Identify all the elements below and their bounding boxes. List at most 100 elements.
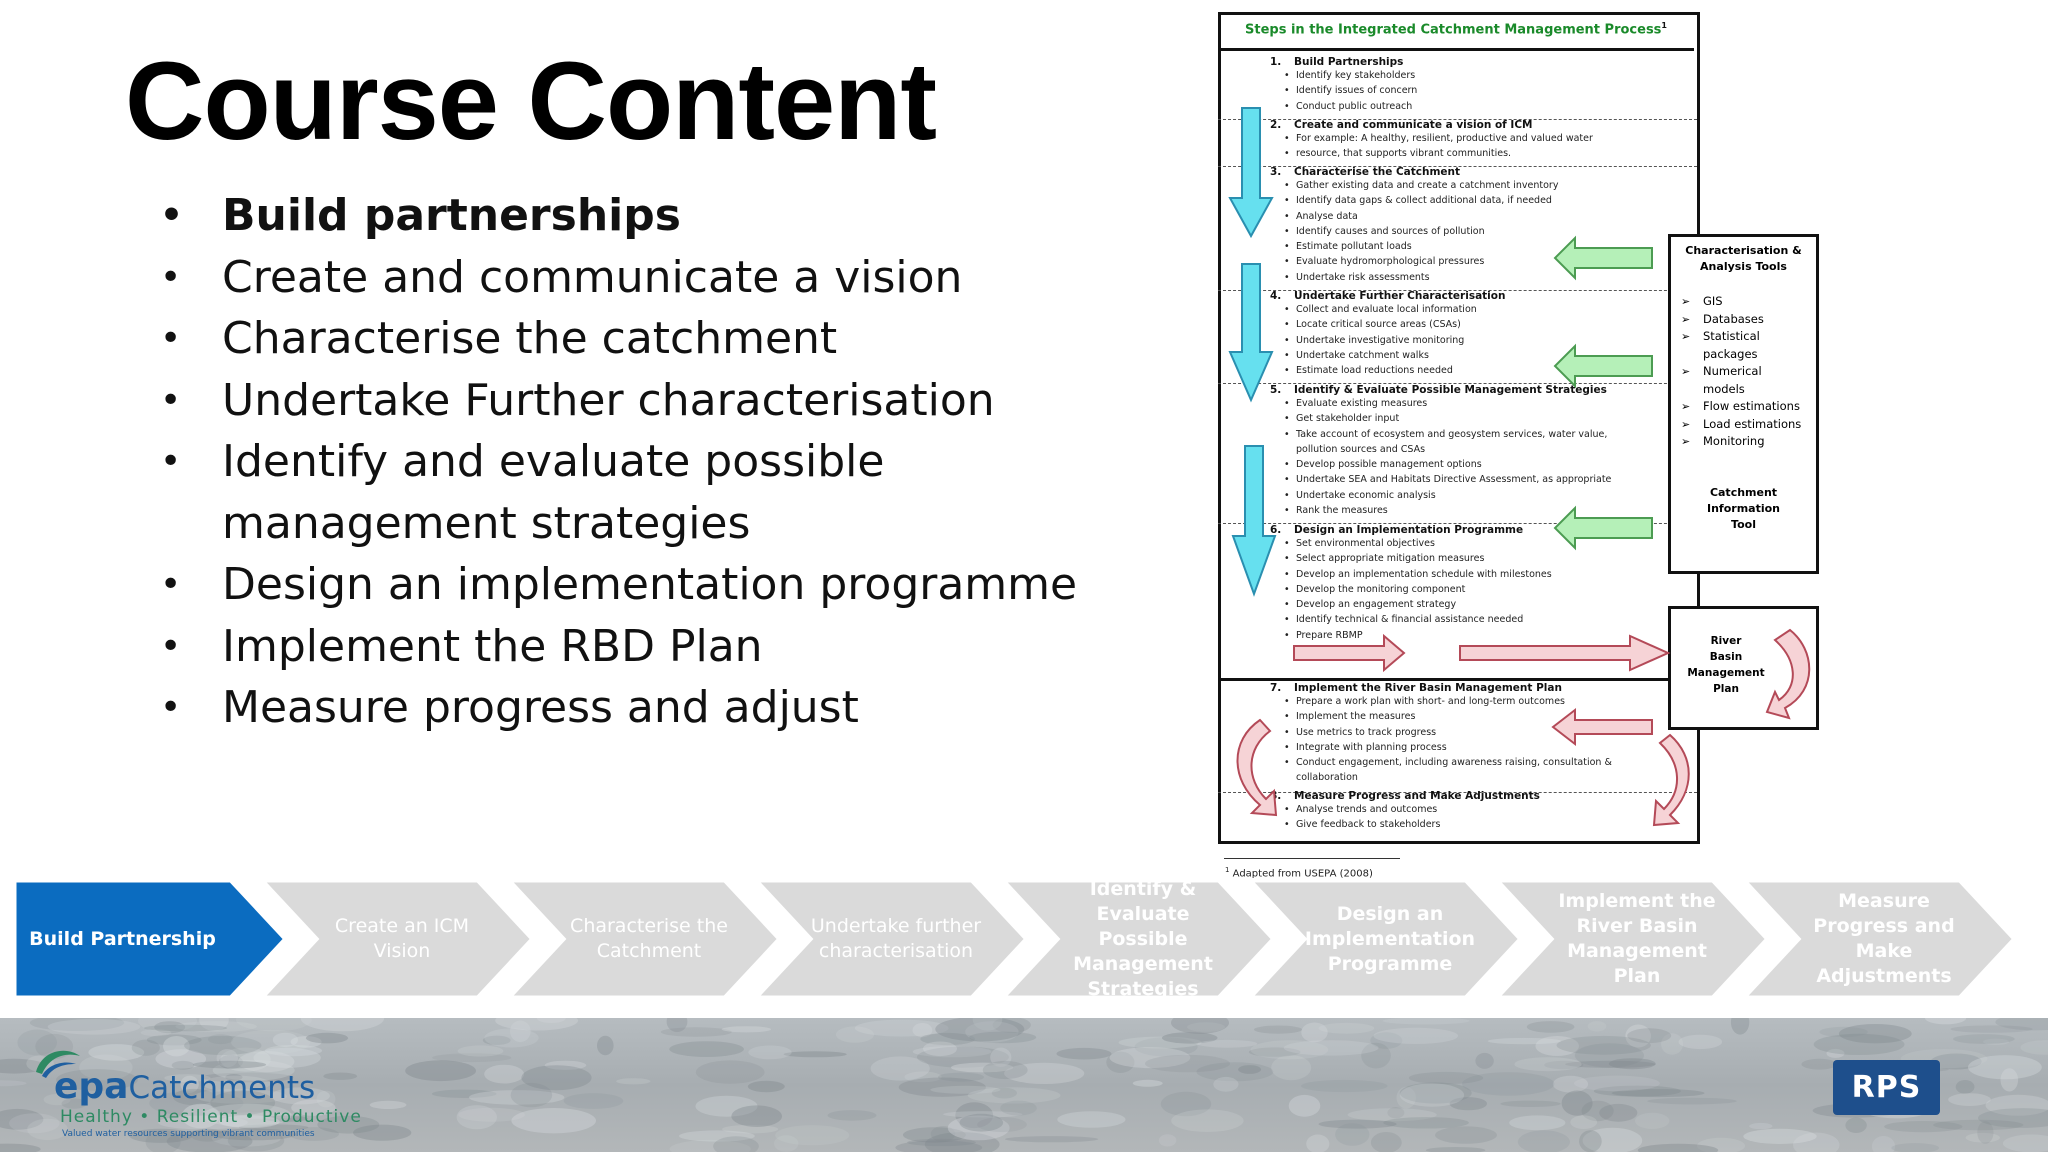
texture-blob [669,1139,751,1152]
process-chevron-1[interactable] [11,878,290,998]
texture-blob [458,1107,525,1122]
process-chevron-5[interactable] [996,878,1278,998]
texture-blob [253,1047,321,1068]
right-arrow-icon [1459,634,1671,672]
texture-blob [536,1018,566,1023]
texture-blob [2020,1040,2048,1055]
texture-blob [194,1088,287,1104]
texture-blob [1004,1062,1085,1084]
process-chevron-3[interactable] [502,878,784,998]
texture-blob [1647,1097,1737,1105]
texture-blob [669,1041,744,1057]
step-7: 7.Implement the River Basin Management P… [1270,682,1675,786]
texture-blob [951,1062,1014,1073]
process-chevron-7[interactable] [1490,878,1772,998]
texture-blob [270,1087,330,1105]
process-step-label-3[interactable]: Characterise the Catchment [570,915,728,962]
texture-blob [1526,1021,1575,1033]
process-step-label-8[interactable]: Measure Progress and Make Adjustments [1813,890,1955,987]
texture-blob [827,1110,877,1121]
texture-blob [1884,1121,1963,1133]
step-4: 4.Undertake Further Characterisation Col… [1270,290,1675,379]
texture-blob [1399,1083,1465,1107]
step-5: 5.Identify & Evaluate Possible Managemen… [1270,384,1675,519]
texture-blob [323,1072,358,1080]
texture-blob [1813,1033,1905,1055]
texture-blob [1593,1085,1681,1097]
process-chevron-6[interactable] [1243,878,1525,998]
footer-banner: epaCatchments Healthy • Resilient • Prod… [0,1018,2048,1152]
texture-blob [202,1103,292,1128]
texture-blob [1552,1075,1589,1093]
step-separator [1218,383,1697,384]
texture-blob [290,1036,322,1048]
texture-blob [305,1032,349,1044]
cycle-arrow-icon [1652,733,1690,827]
texture-blob [937,1072,985,1082]
figure-title: Steps in the Integrated Catchment Manage… [1218,12,1694,51]
texture-blob [1573,1075,1660,1092]
process-step-label-2[interactable]: Create an ICM Vision [334,915,470,962]
texture-blob [1544,1060,1584,1070]
texture-blob [721,1026,772,1033]
step-2: 2.Create and communicate a vision of ICM… [1270,119,1675,162]
texture-blob [1574,1043,1644,1068]
texture-blob [1696,1137,1746,1152]
texture-blob [238,1124,309,1131]
texture-blob [1253,1025,1303,1034]
texture-blob [1213,1076,1239,1092]
texture-blob [965,1021,1019,1043]
left-arrow-icon [1553,343,1653,389]
texture-blob [679,1130,755,1142]
texture-blob [835,1026,875,1043]
process-step-label-5[interactable]: Identify & Evaluate Possible Management … [1073,877,1213,1000]
texture-blob [1288,1094,1321,1117]
logo-tagline: Healthy • Resilient • Productive [60,1107,362,1127]
texture-blob [854,1019,949,1037]
texture-blob [1399,1082,1472,1104]
texture-blob [1978,1108,2048,1128]
step-3: 3.Characterise the Catchment Gather exis… [1270,166,1675,285]
texture-blob [1535,1036,1579,1056]
texture-blob [521,1065,592,1091]
texture-blob [432,1053,512,1063]
process-step-label-4[interactable]: Undertake further characterisation [810,915,982,962]
texture-blob [56,1069,138,1091]
texture-blob [1965,1132,2001,1143]
texture-blob [0,1080,27,1087]
texture-blob [1056,1047,1112,1060]
texture-blob [0,1143,41,1152]
texture-blob [947,1115,1010,1141]
texture-blob [923,1041,957,1057]
texture-blob [1608,1058,1656,1070]
texture-blob [17,1029,57,1056]
texture-blob [930,1085,1001,1094]
texture-blob [1517,1130,1570,1152]
texture-blob [1306,1134,1330,1152]
left-arrow-icon [1551,707,1653,747]
bullet-build-partnerships: Build partnerships [160,185,1077,247]
texture-blob [1118,1036,1202,1049]
water-texture [0,1018,2048,1152]
process-step-label-6[interactable]: Design an Implementation Programme [1304,902,1476,975]
process-step-label-7[interactable]: Implement the River Basin Management Pla… [1558,890,1716,987]
texture-blob [1057,1111,1126,1128]
texture-blob [1370,1132,1402,1152]
texture-blob [1819,1026,1868,1038]
texture-blob [722,1124,779,1134]
process-step-label-1[interactable]: Build Partnership [29,927,216,950]
process-chevron-4[interactable] [749,878,1031,998]
texture-blob [898,1077,986,1097]
texture-blob [2002,1134,2048,1152]
texture-blob [238,1051,295,1073]
texture-blob [977,1117,1027,1133]
process-chevron-8[interactable] [1737,878,2019,998]
texture-blob [154,1021,186,1034]
texture-blob [1318,1119,1397,1129]
process-chevron-2[interactable] [255,878,537,998]
left-arrow-icon [1553,235,1653,281]
down-arrow-icon [1228,107,1274,239]
texture-blob [1408,1071,1484,1085]
texture-blob [2000,1068,2019,1092]
texture-blob [1871,1135,1896,1152]
